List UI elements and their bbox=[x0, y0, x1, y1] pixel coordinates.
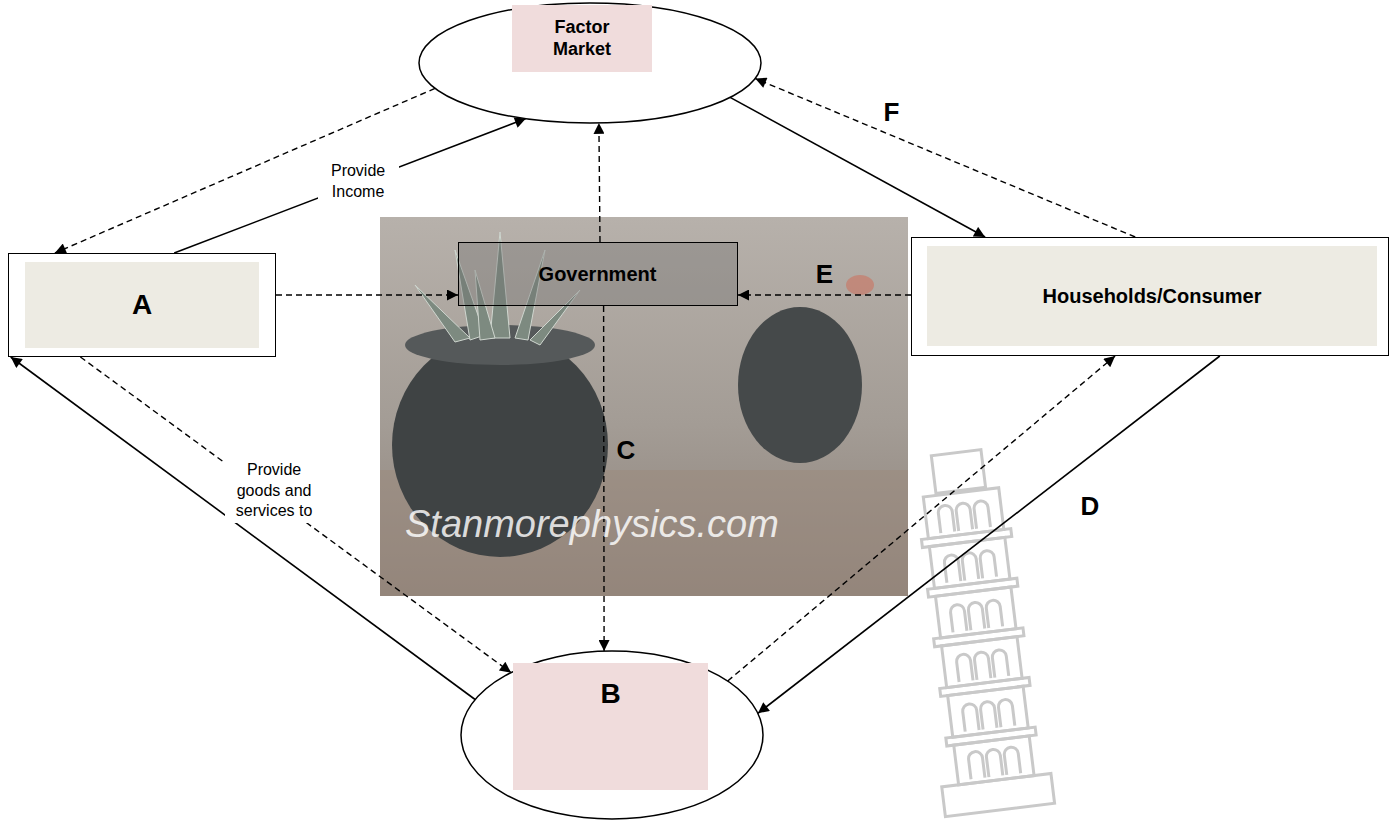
text-panel: Government bbox=[459, 243, 736, 304]
callout-letter: E bbox=[816, 258, 833, 292]
callout-letter: C bbox=[616, 434, 635, 468]
dashed-flow-arrow bbox=[55, 88, 435, 253]
tower-arches bbox=[938, 500, 991, 533]
tower-arches bbox=[944, 550, 997, 583]
dashed-flow-arrow bbox=[755, 79, 1135, 238]
ellipse-shape bbox=[461, 651, 763, 819]
node-label: B bbox=[600, 677, 620, 711]
photo-background bbox=[380, 217, 908, 596]
node-label: Factor Market bbox=[530, 17, 634, 60]
text-panel: Households/Consumer bbox=[927, 246, 1377, 346]
text-panel: A bbox=[25, 262, 259, 348]
solid-flow-arrow bbox=[758, 356, 1220, 713]
node-label: Households/Consumer bbox=[1043, 284, 1262, 308]
tower-arches bbox=[962, 699, 1015, 732]
photo-pot bbox=[738, 307, 862, 463]
households-box: Households/Consumer bbox=[911, 237, 1389, 356]
photo-flower bbox=[846, 275, 874, 295]
ellipse-shape bbox=[419, 3, 761, 123]
tower-arches bbox=[950, 600, 1003, 633]
solid-flow-arrow bbox=[174, 119, 526, 253]
watermark-text: Stanmorephysics.com bbox=[405, 503, 779, 546]
text-panel: Factor Market bbox=[512, 5, 652, 72]
market-ellipse: B bbox=[460, 650, 764, 820]
government-box: Government bbox=[458, 242, 738, 306]
dashed-flow-arrow bbox=[599, 123, 600, 242]
dashed-flow-arrow bbox=[603, 306, 605, 651]
tower-tier bbox=[954, 736, 1034, 785]
flow-label: Provide goods and services to bbox=[225, 459, 323, 523]
node-label: Government bbox=[539, 262, 657, 286]
sector-box: A bbox=[8, 253, 276, 357]
text-panel: B bbox=[513, 663, 708, 790]
dashed-flow-arrow bbox=[738, 294, 911, 295]
callout-letter: F bbox=[884, 96, 900, 130]
node-label: A bbox=[132, 288, 152, 322]
market-ellipse: Factor Market bbox=[418, 2, 762, 124]
tower-arches bbox=[956, 649, 1009, 682]
flow-label: Provide Income bbox=[318, 160, 399, 204]
tower-arches bbox=[968, 746, 1021, 779]
solid-flow-arrow bbox=[730, 97, 985, 237]
dashed-flow-arrow bbox=[728, 356, 1115, 681]
dashed-flow-arrow bbox=[276, 294, 458, 295]
callout-letter: D bbox=[1081, 490, 1100, 524]
